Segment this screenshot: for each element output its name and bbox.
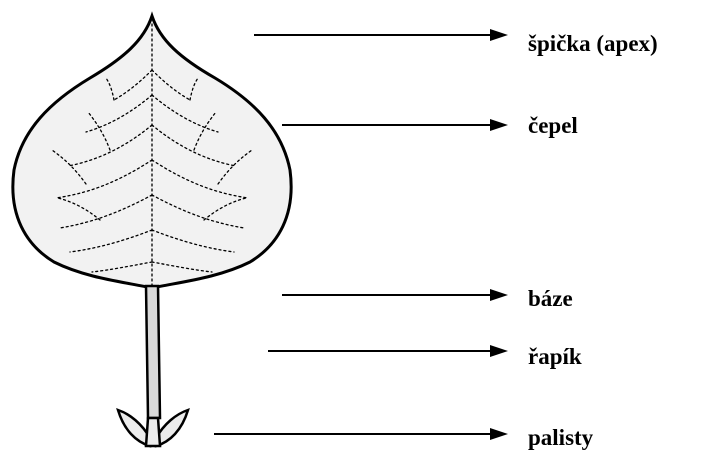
arrow-stipules — [214, 428, 508, 440]
label-base: báze — [528, 286, 573, 311]
label-petiole: řapík — [528, 344, 582, 369]
stipule-center — [146, 418, 160, 446]
arrow-blade — [282, 119, 508, 131]
petiole — [146, 286, 160, 418]
arrow-petiole — [268, 345, 508, 357]
label-apex: špička (apex) — [528, 31, 658, 56]
arrow-apex — [254, 29, 508, 41]
label-stipules: palisty — [528, 425, 594, 450]
arrow-base — [282, 289, 508, 301]
label-blade: čepel — [528, 113, 578, 138]
